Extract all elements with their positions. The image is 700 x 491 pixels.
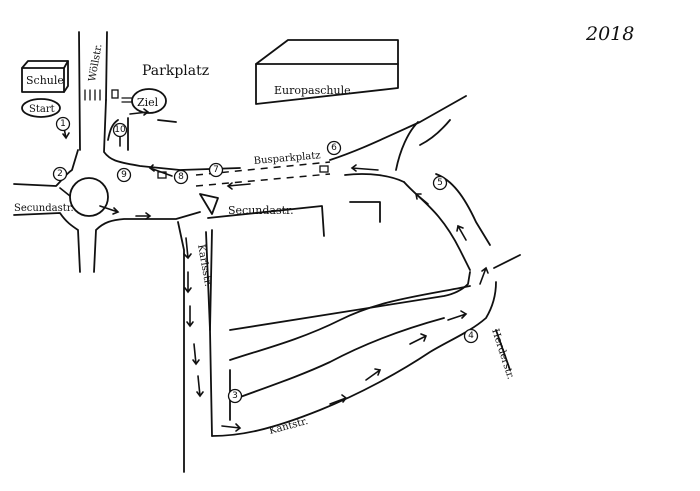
secundastr-right-street: Secundastr. [199, 95, 491, 271]
station-1: 1 [55, 116, 71, 132]
kantstr-label: Kantstr. [268, 416, 309, 437]
woellstr-street: Wöllstr. [78, 31, 108, 151]
station-3: 3 [227, 388, 243, 404]
finish-marker: Ziel [111, 88, 167, 114]
karlstr-label: Karlsstr. [195, 244, 213, 288]
station-7: 7 [208, 162, 224, 178]
secundastr-left-label: Secundastr. [14, 203, 74, 214]
year-label: 2018 [585, 23, 634, 45]
europaschule-label: Europaschule [274, 84, 351, 97]
start-marker: Start [21, 98, 61, 118]
kantstr-street: Kantstr. [211, 281, 497, 437]
svg-text:2: 2 [57, 169, 63, 179]
vehicle-icon [319, 165, 329, 173]
school-building: Schule [21, 60, 69, 93]
svg-text:3: 3 [232, 391, 238, 401]
start-label: Start [29, 104, 55, 115]
europaschule-building: Europaschule [255, 39, 399, 105]
parking-label: Parkplatz [142, 63, 209, 79]
karlstr-street: Karlsstr. [177, 221, 213, 473]
bus-parking-label: Busparkplatz [253, 150, 321, 167]
herderstr-label: Herderstr. [489, 328, 516, 381]
station-9: 9 [116, 167, 132, 183]
svg-text:1: 1 [60, 119, 66, 129]
station-10: 10 [112, 122, 128, 138]
finish-label: Ziel [137, 96, 159, 109]
herderstr-street: Herderstr. [489, 254, 521, 381]
station-4: 4 [463, 328, 479, 344]
woellstr-label: Wöllstr. [87, 43, 104, 82]
svg-text:7: 7 [213, 165, 219, 175]
svg-text:10: 10 [114, 125, 126, 135]
station-5: 5 [432, 175, 448, 191]
svg-text:6: 6 [331, 143, 337, 153]
station-6: 6 [326, 140, 342, 156]
svg-text:8: 8 [178, 172, 184, 182]
svg-text:9: 9 [121, 170, 127, 180]
svg-text:4: 4 [468, 331, 474, 341]
station-8: 8 [173, 169, 189, 185]
vehicle-icon [157, 171, 167, 179]
school-label: Schule [26, 74, 64, 87]
station-2: 2 [52, 166, 68, 182]
svg-text:5: 5 [437, 178, 443, 188]
